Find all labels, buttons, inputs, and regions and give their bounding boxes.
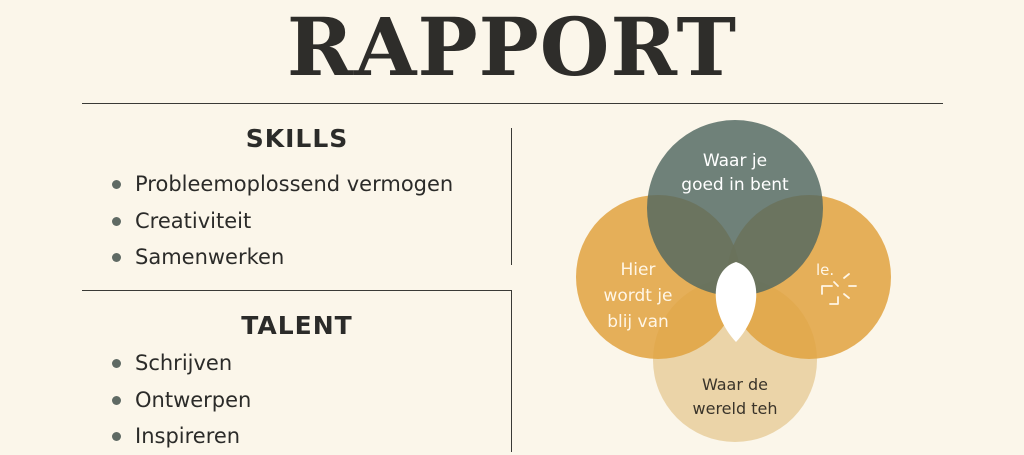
column-divider-lower: [511, 290, 512, 452]
bullet-icon: [112, 216, 121, 226]
venn-left-line3: blij van: [607, 312, 669, 332]
column-divider-upper: [511, 128, 512, 265]
venn-center: [715, 262, 757, 342]
list-item: Schrijven: [112, 345, 251, 382]
venn-left-line2: wordt je: [603, 286, 672, 306]
list-item: Probleemoplossend vermogen: [112, 166, 453, 203]
bullet-icon: [112, 253, 121, 262]
venn-right-label: le.: [816, 261, 834, 279]
venn-bottom-line2: wereld teh: [693, 399, 778, 418]
venn-circle-top: [647, 120, 823, 296]
list-item: Samenwerken: [112, 239, 453, 276]
header-divider: [82, 103, 943, 104]
list-item: Ontwerpen: [112, 382, 251, 419]
section-divider: [82, 290, 512, 291]
sparkle-icon: [821, 273, 857, 305]
list-item: Creativiteit: [112, 203, 453, 240]
venn-top-line2: goed in bent: [681, 175, 789, 195]
talent-label: Inspireren: [135, 424, 241, 448]
skill-label: Samenwerken: [135, 245, 285, 269]
venn-left-line1: Hier: [621, 260, 656, 280]
skills-list: Probleemoplossend vermogen Creativiteit …: [112, 166, 453, 276]
bullet-icon: [112, 359, 121, 368]
venn-diagram: Waar je goed in bent Hier wordt je blij …: [576, 120, 891, 442]
bullet-icon: [112, 432, 121, 441]
venn-bottom-line1: Waar de: [702, 375, 768, 394]
talent-label: Schrijven: [135, 351, 233, 375]
list-item: Inspireren: [112, 418, 251, 455]
talent-list: Schrijven Ontwerpen Inspireren: [112, 345, 251, 455]
skill-label: Creativiteit: [135, 208, 252, 233]
skill-label: Probleemoplossend vermogen: [135, 172, 454, 196]
bullet-icon: [112, 180, 121, 189]
skills-heading: SKILLS: [245, 124, 349, 153]
talent-label: Ontwerpen: [135, 387, 252, 412]
venn-top-line1: Waar je: [703, 151, 767, 171]
talent-heading: TALENT: [241, 311, 353, 340]
page-title: RAPPORT: [286, 0, 738, 94]
bullet-icon: [112, 395, 121, 405]
